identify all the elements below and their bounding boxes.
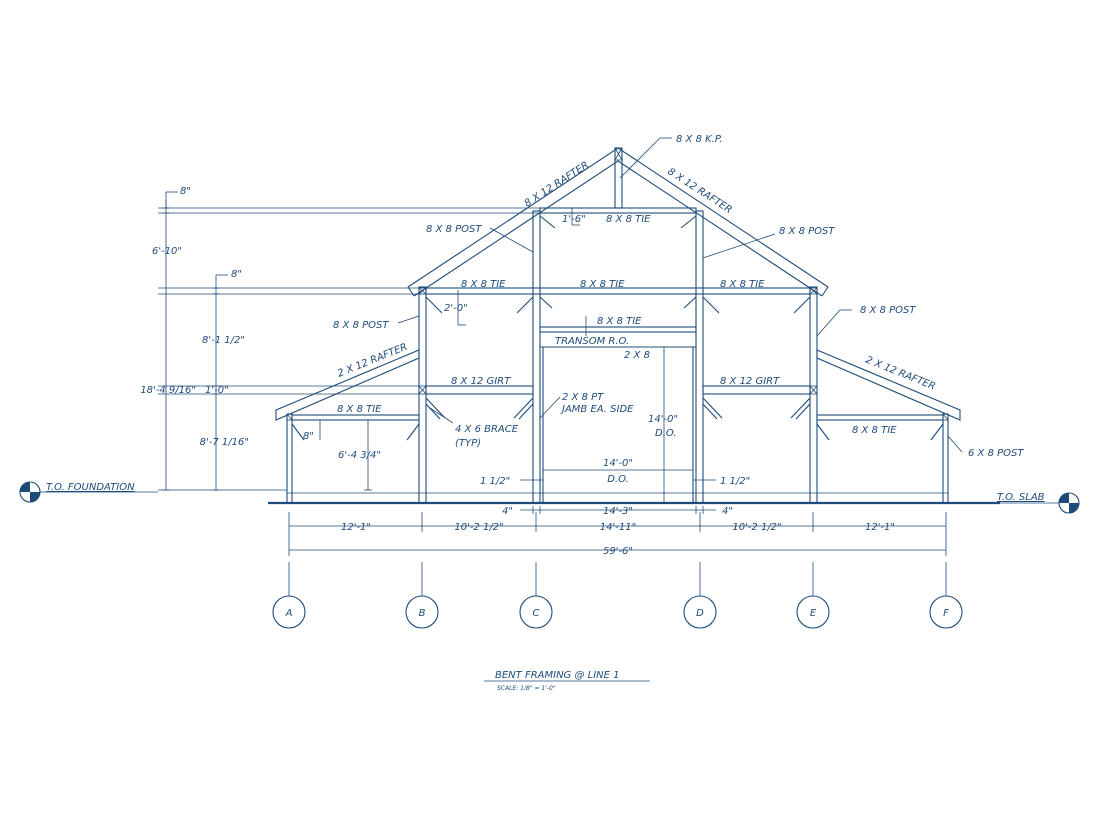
grid-bubble-e: [796, 595, 830, 629]
label-tie-transom: 8 X 8 TIE: [597, 316, 642, 327]
drawing-scale: SCALE: 1/8" = 1'-0": [497, 685, 556, 692]
girt-left: [425, 385, 534, 395]
label-post-6x8: 6 X 8 POST: [968, 448, 1024, 459]
label-header: 2 X 8: [624, 350, 650, 361]
label-jamb-1: 2 X 8 PT: [562, 392, 604, 403]
label-post-upper-left: 8 X 8 POST: [426, 224, 482, 235]
label-girt-right: 8 X 12 GIRT: [720, 376, 780, 387]
label-shed-tie-right: 8 X 8 TIE: [852, 425, 897, 436]
shed-tie-left: [291, 414, 420, 421]
braces: [291, 215, 944, 441]
dim-bay-1: 12'-1": [341, 522, 371, 533]
label-kp: 8 X 8 K.P.: [676, 134, 723, 145]
dim-8a: 8": [180, 186, 191, 197]
vertical-dimensions: [162, 191, 668, 504]
grid-bubble-a: [272, 595, 306, 629]
dim-14-3: 14'-3": [603, 506, 633, 517]
dim-1-6: 1'-6": [562, 214, 586, 225]
post-e: [809, 286, 818, 504]
dim-1-0: 1'-0": [205, 385, 229, 396]
grid-label-a: A: [285, 608, 293, 619]
label-girt-left: 8 X 12 GIRT: [451, 376, 511, 387]
dim-18-4: 18'-4 9/16": [140, 385, 196, 396]
level-labels: T.O. FOUNDATION T.O. SLAB: [46, 482, 1045, 503]
label-post-mid-right: 8 X 8 POST: [860, 305, 916, 316]
door-jambs: [542, 347, 694, 503]
dim-6-4: 6'-4 3/4": [338, 450, 381, 461]
label-slab: T.O. SLAB: [997, 492, 1045, 503]
dim-bay-5: 12'-1": [865, 522, 895, 533]
dim-bay-4: 10'-2 1/2": [732, 522, 781, 533]
post-d: [695, 210, 704, 504]
dimension-labels: 8" 6'-10" 8" 8'-1 1/2" 18'-4 9/16" 1'-0"…: [140, 186, 895, 557]
shed-rafters: [275, 349, 961, 421]
post-c: [532, 210, 541, 504]
dim-1-1-2-right: 1 1/2": [720, 476, 750, 487]
dim-14-0-v: 14'-0": [648, 414, 678, 425]
dim-do-2: D.O.: [607, 474, 629, 485]
dim-8-1-1-2: 8'-1 1/2": [202, 335, 245, 346]
label-post-upper-right: 8 X 8 POST: [779, 226, 835, 237]
shed-tie-right: [816, 414, 944, 421]
label-shed-tie-left: 8 X 8 TIE: [337, 404, 382, 415]
leaders: [397, 137, 963, 453]
post-b: [418, 286, 427, 504]
dim-8b: 8": [231, 269, 242, 280]
grid-label-c: C: [533, 608, 540, 619]
king-post: [614, 147, 623, 209]
member-labels: 8 X 8 K.P. 8 X 12 RAFTER 8 X 12 RAFTER 8…: [333, 134, 1024, 459]
grid-label-f: F: [943, 608, 949, 619]
grid-bubble-b: [405, 595, 439, 629]
girt-right: [702, 385, 811, 395]
label-tie-mid-center: 8 X 8 TIE: [580, 279, 625, 290]
ties: [291, 207, 944, 421]
label-shed-rafter-left: 2 X 12 RAFTER: [336, 342, 409, 380]
label-foundation: T.O. FOUNDATION: [46, 482, 135, 493]
dim-14-0-h: 14'-0": [603, 458, 633, 469]
level-lines: [158, 207, 540, 491]
interior-dimensions: [520, 465, 716, 514]
drawing-title: BENT FRAMING @ LINE 1: [495, 670, 620, 681]
label-tie-mid-left: 8 X 8 TIE: [461, 279, 506, 290]
joint-marks: [286, 147, 949, 421]
dim-do-1: D.O.: [655, 428, 677, 439]
dim-total: 59'-6": [603, 546, 633, 557]
dim-4-right: 4": [722, 506, 733, 517]
grid-bubbles: A B C D E F: [272, 595, 963, 629]
post-f: [942, 413, 949, 504]
dim-1-1-2-left: 1 1/2": [480, 476, 510, 487]
label-transom: TRANSOM R.O.: [555, 336, 629, 347]
dim-bay-3: 14'-11": [600, 522, 636, 533]
dim-bay-2: 10'-2 1/2": [454, 522, 503, 533]
grid-bubble-f: [929, 595, 963, 629]
label-rafter-right: 8 X 12 RAFTER: [665, 166, 733, 216]
label-brace-2: (TYP): [455, 438, 481, 449]
dim-4-left: 4": [502, 506, 513, 517]
grid-bubble-d: [683, 595, 717, 629]
top-tie: [539, 207, 697, 214]
label-tie-top: 8 X 8 TIE: [606, 214, 651, 225]
slab-marker-icon: [990, 492, 1080, 514]
dim-8c: 8": [303, 431, 314, 442]
label-post-mid-left: 8 X 8 POST: [333, 320, 389, 331]
grid-label-d: D: [696, 608, 704, 619]
grid-lines: [288, 562, 947, 596]
title-block: BENT FRAMING @ LINE 1 SCALE: 1/8" = 1'-0…: [484, 670, 650, 692]
label-jamb-2: JAMB EA. SIDE: [560, 404, 634, 415]
dim-6-10: 6'-10": [152, 246, 182, 257]
foundation-marker-icon: [19, 481, 158, 503]
label-tie-mid-right: 8 X 8 TIE: [720, 279, 765, 290]
label-shed-rafter-right: 2 X 12 RAFTER: [864, 355, 937, 393]
grid-label-b: B: [419, 608, 426, 619]
label-brace-1: 4 X 6 BRACE: [455, 424, 519, 435]
dim-8-7: 8'-7 1/16": [200, 437, 249, 448]
dim-2-0: 2'-0": [444, 303, 468, 314]
post-a: [286, 413, 293, 504]
grid-bubble-c: [519, 595, 553, 629]
grid-label-e: E: [810, 608, 817, 619]
bay-dimensions: [288, 512, 947, 556]
transom-tie: [539, 326, 697, 333]
